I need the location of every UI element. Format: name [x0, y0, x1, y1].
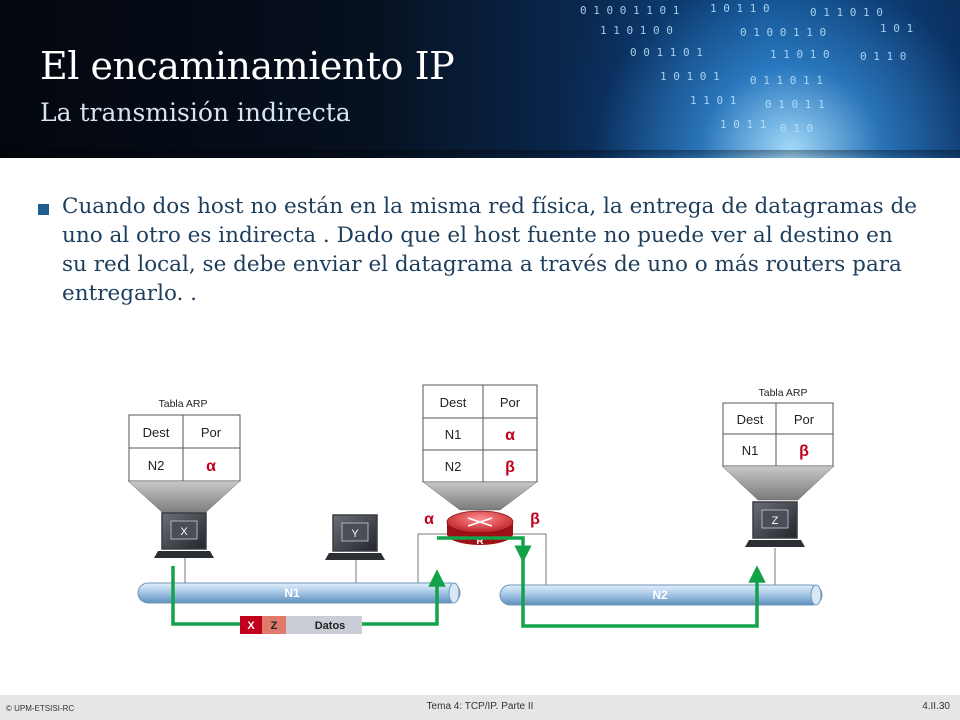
arp-table-x: Dest Por N2 α [128, 414, 241, 482]
table-r-row1-dest: N1 [445, 427, 462, 442]
binary-rain-graphic: 0 1 0 0 1 1 0 1 1 0 1 1 0 0 1 1 0 1 0 1 … [580, 2, 913, 135]
routing-table-r: Dest Por N1 α N2 β [422, 384, 538, 483]
footer-course: Tema 4: TCP/IP. Parte II [426, 701, 534, 712]
network-n1: N1 [137, 582, 461, 604]
interface-alpha-label: α [424, 511, 434, 528]
table-r-header-dest: Dest [440, 395, 467, 410]
funnel-z [721, 465, 835, 501]
table-z-header-por: Por [794, 412, 815, 427]
router-icon: R [446, 510, 514, 547]
svg-text:1 1 0 1 0 0: 1 1 0 1 0 0 [600, 24, 673, 37]
table-r-row1-por: α [505, 427, 515, 444]
host-x-label: X [180, 526, 188, 538]
table-x-header-dest: Dest [143, 425, 170, 440]
router-label: R [476, 536, 484, 547]
svg-text:0 1 0 0 1 1 0 1: 0 1 0 0 1 1 0 1 [580, 4, 679, 17]
footer-page-number: 4.II.30 [922, 701, 950, 712]
table-z-row-dest: N1 [742, 443, 759, 458]
host-z-computer-icon: Z [745, 501, 805, 547]
table-x-header-por: Por [201, 425, 222, 440]
host-x-computer-icon: X [154, 512, 214, 558]
arp-label-x: Tabla ARP [158, 398, 207, 410]
svg-text:1 0 1 1: 1 0 1 1 [720, 118, 766, 131]
slide-footer: © UPM-ETSISI-RC Tema 4: TCP/IP. Parte II… [0, 695, 960, 720]
table-r-header-por: Por [500, 395, 521, 410]
svg-text:1 0 1: 1 0 1 [880, 22, 913, 35]
svg-text:0 1 0 0 1 1 0: 0 1 0 0 1 1 0 [740, 26, 826, 39]
table-x-row-por: α [206, 458, 216, 475]
arp-table-z: Dest Por N1 β [722, 402, 834, 467]
arp-label-z: Tabla ARP [758, 387, 807, 399]
svg-text:0 1 1 0 1 1: 0 1 1 0 1 1 [750, 74, 823, 87]
network-n2: N2 [499, 584, 823, 606]
svg-text:0 1 0 1 1: 0 1 0 1 1 [765, 98, 825, 111]
svg-text:0 0 1 1 0 1: 0 0 1 1 0 1 [630, 46, 703, 59]
table-r-row2-por: β [505, 459, 515, 476]
slide-header: 0 1 0 0 1 1 0 1 1 0 1 1 0 0 1 1 0 1 0 1 … [0, 0, 960, 158]
footer-copyright: © UPM-ETSISI-RC [6, 704, 75, 713]
interface-beta-label: β [530, 511, 540, 528]
network-n2-label: N2 [652, 588, 668, 602]
forwarding-path-arrow [521, 558, 766, 628]
svg-text:1 0 1 0 1: 1 0 1 0 1 [660, 70, 720, 83]
slide-subtitle: La transmisión indirecta [40, 98, 351, 127]
table-x-row-dest: N2 [148, 458, 165, 473]
funnel-x [127, 480, 241, 515]
header-glow [560, 0, 960, 158]
network-diagram: Tabla ARP Dest Por N2 α Dest Por N1 α N2… [127, 384, 835, 634]
table-z-header-dest: Dest [737, 412, 764, 427]
bullet-square-icon [38, 204, 49, 215]
router-internal-path [437, 536, 532, 563]
svg-text:0 1 0: 0 1 0 [780, 122, 813, 135]
host-y-label: Y [351, 528, 359, 540]
packet-dst-z: Z [271, 620, 278, 632]
host-y-computer-icon: Y [325, 514, 385, 560]
svg-text:1 1 0 1: 1 1 0 1 [690, 94, 736, 107]
funnel-r [422, 481, 538, 511]
table-r-row2-dest: N2 [445, 459, 462, 474]
packet-data: Datos [315, 620, 346, 632]
svg-text:1 1 0 1 0: 1 1 0 1 0 [770, 48, 830, 61]
table-z-row-por: β [799, 443, 809, 460]
slide-title: El encaminamiento IP [40, 44, 455, 88]
host-z-label: Z [772, 515, 779, 527]
svg-text:0 1 1 0: 0 1 1 0 [860, 50, 906, 63]
packet-src-x: X [247, 620, 255, 632]
packet-frame: X Z Datos [240, 616, 362, 634]
header-shadow [0, 150, 960, 158]
svg-text:0 1 1 0 1 0: 0 1 1 0 1 0 [810, 6, 883, 19]
svg-text:1 0 1 1 0: 1 0 1 1 0 [710, 2, 770, 15]
network-n1-label: N1 [284, 586, 300, 600]
bullet-text: Cuando dos host no están en la misma red… [62, 194, 917, 306]
